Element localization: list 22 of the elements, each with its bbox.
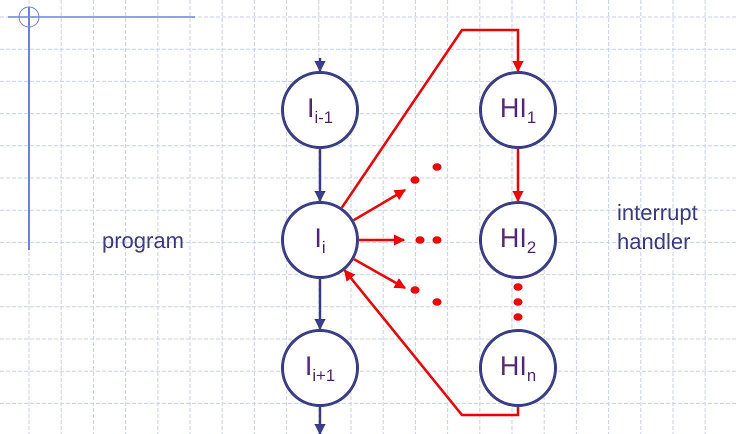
arrow: [352, 188, 406, 222]
node-label: HI$_{1}$: [500, 92, 536, 128]
ellipsis-dots: [414, 234, 443, 246]
ellipsis-dots: [409, 162, 443, 186]
arrow: [512, 149, 524, 202]
arrow: [314, 58, 326, 72]
node-label: HI$_{2}$: [500, 222, 536, 258]
instruction-circle: [281, 201, 359, 279]
node-label: HI$_{n}$: [500, 350, 536, 386]
ellipsis-dots: [409, 284, 443, 308]
arrow: [314, 279, 326, 330]
arrow: [314, 407, 326, 434]
arrow: [314, 149, 326, 202]
node-label: I$_{i+1}$: [304, 350, 336, 386]
arrow: [340, 28, 524, 208]
side-label: program: [102, 227, 185, 255]
arrow: [359, 234, 406, 246]
node-label: I$_{i}$: [314, 222, 326, 258]
arrow: [344, 269, 520, 416]
arrow: [353, 258, 406, 290]
side-label: interrupt handler: [617, 199, 699, 256]
node-label: I$_{i-1}$: [306, 92, 334, 128]
